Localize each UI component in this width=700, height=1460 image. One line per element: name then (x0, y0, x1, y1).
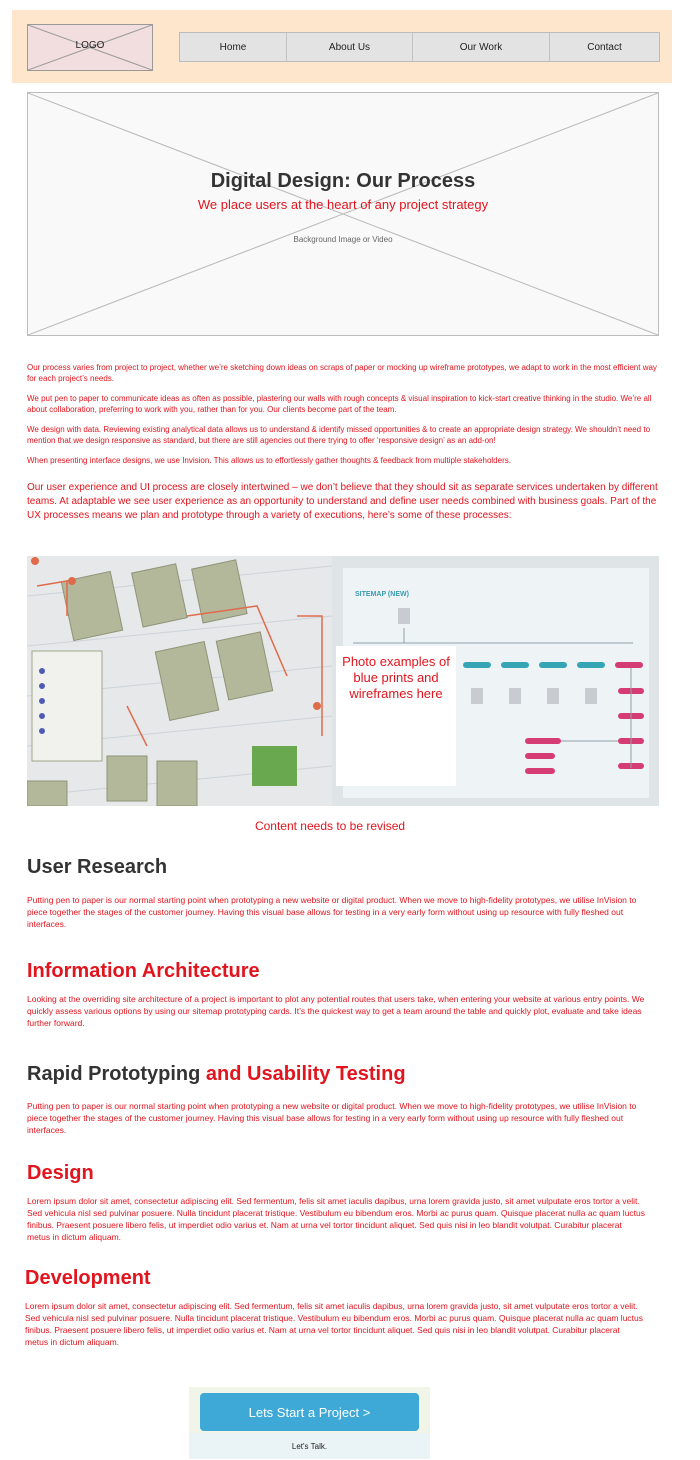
nav-our-work[interactable]: Our Work (413, 33, 550, 61)
start-project-button[interactable]: Lets Start a Project > (200, 1393, 419, 1431)
section-title-rapid-prototyping: Rapid Prototyping and Usability Testing (27, 1063, 406, 1086)
section-title-development: Development (25, 1267, 151, 1289)
photo-placeholder-note: Photo examples of blue prints and wirefr… (336, 646, 456, 786)
site-header: LOGO Home About Us Our Work Contact (12, 10, 672, 83)
revision-note: Content needs to be revised (254, 819, 406, 833)
svg-text:SITEMAP (NEW): SITEMAP (NEW) (355, 591, 409, 598)
section-title-part: Rapid Prototyping (27, 1063, 201, 1085)
placeholder-cross-icon (28, 93, 658, 335)
section-body-rapid-prototyping: Putting pen to paper is our normal start… (27, 1101, 637, 1135)
cta-lower-band (189, 1433, 430, 1459)
section-title-user-research: User Research (27, 856, 168, 878)
lets-talk-link[interactable]: Let's Talk. (291, 1442, 328, 1451)
section-title-information-architecture: Information Architecture (27, 960, 260, 982)
intro-paragraph: We put pen to paper to communicate ideas… (27, 394, 652, 414)
nav-about-us[interactable]: About Us (287, 33, 413, 61)
photo-note-text: Photo examples of blue prints and wirefr… (342, 654, 450, 701)
hero-banner: Digital Design: Our Process We place use… (27, 92, 659, 336)
nav-contact[interactable]: Contact (587, 41, 622, 53)
wireframe-photo (27, 556, 332, 806)
nav-home[interactable]: Home (180, 33, 287, 61)
section-body-user-research: Putting pen to paper is our normal start… (27, 895, 637, 929)
hero-background-label: Background Image or Video (28, 235, 658, 244)
intro-text: Our process varies from project to proje… (27, 362, 659, 475)
intro-paragraph: When presenting interface designs, we us… (27, 456, 511, 465)
section-body-development: Lorem ipsum dolor sit amet, consectetur … (25, 1301, 644, 1347)
intro-paragraph: We design with data. Reviewing existing … (27, 425, 651, 445)
wireframe-sketch-image (27, 556, 332, 806)
section-title-part: and Usability Testing (205, 1063, 406, 1085)
intro-ux-paragraph: Our user experience and UI process are c… (27, 482, 658, 521)
placeholder-cross-icon (28, 25, 152, 70)
hero-subtitle: We place users at the heart of any proje… (197, 197, 489, 212)
section-body-design: Lorem ipsum dolor sit amet, consectetur … (27, 1196, 646, 1242)
hero-title: Digital Design: Our Process (210, 170, 476, 192)
section-title-design: Design (27, 1162, 94, 1184)
cta-panel: Lets Start a Project > Let's Talk. (189, 1387, 430, 1459)
section-body-information-architecture: Looking at the overriding site architect… (27, 994, 645, 1028)
logo-placeholder[interactable]: LOGO (27, 24, 153, 71)
intro-paragraph: Our process varies from project to proje… (27, 363, 657, 383)
main-nav: Home About Us Our Work Contact (179, 32, 660, 62)
logo-label: LOGO (75, 40, 105, 51)
